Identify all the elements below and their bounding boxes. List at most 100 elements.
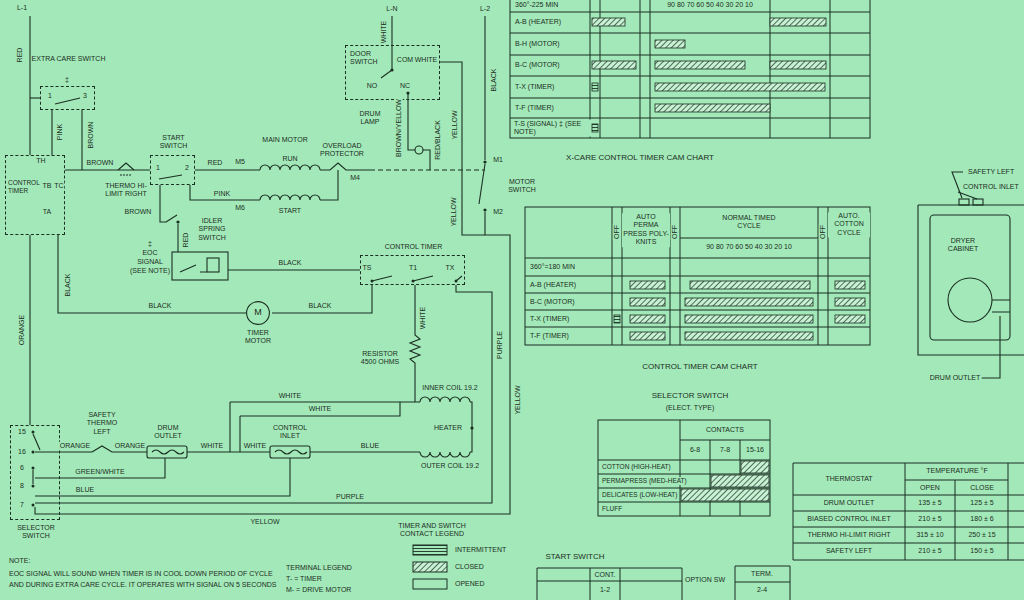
wire — [30, 97, 40, 98]
diagram-label: AND DURING EXTRA CARE CYCLE. IT OPERATES… — [8, 581, 277, 589]
diagram-label: SAFETY THERMO LEFT — [79, 411, 125, 436]
diagram-label: ORANGE — [114, 442, 146, 450]
diagram-label: 150 ± 5 — [969, 547, 994, 555]
diagram-label: 6-8 — [689, 446, 701, 454]
diagram-label: X-CARE CONTROL TIMER CAM CHART — [565, 153, 715, 163]
diagram-label: 315 ± 10 — [915, 531, 944, 539]
wire — [159, 175, 182, 179]
diagram-label: BLACK — [278, 259, 303, 267]
diagram-label: 16 — [17, 448, 27, 456]
wire — [423, 150, 430, 170]
dryer-cabinet — [973, 199, 983, 205]
wire — [35, 451, 92, 452]
wire-color-label: BLACK — [148, 302, 173, 310]
diagram-label: (ELECT. TYPE) — [665, 404, 716, 412]
wire — [420, 397, 470, 402]
diagram-label: AUTO PERMA PRESS POLY-KNITS — [622, 213, 670, 247]
wire — [320, 163, 370, 170]
diagram-label: B-C (MOTOR) — [529, 298, 576, 306]
legend-swatch — [413, 562, 447, 572]
wire — [260, 165, 320, 170]
component-name: SELECTOR SWITCH — [6, 524, 66, 541]
diagram-label: TH — [35, 157, 46, 165]
diagram-label: M6 — [234, 204, 246, 212]
diagram-label: CONT. — [594, 571, 617, 579]
component-name: START SWITCH — [156, 134, 191, 151]
diagram-label: DRYER CABINET — [940, 237, 987, 254]
diagram-label: OFF — [613, 224, 621, 240]
diagram-label: CONTROL TIMER CAM CHART — [641, 362, 758, 372]
table-grid — [598, 420, 770, 516]
cam-bar — [630, 281, 665, 289]
diagram-label: WHITE — [243, 442, 268, 450]
terminal-dot — [470, 426, 473, 429]
terminal-dot — [483, 208, 486, 211]
timer-box: CONTROL TIMER — [5, 155, 65, 235]
dryer-cabinet — [992, 300, 1010, 312]
diagram-label: SAFETY LEFT — [967, 168, 1015, 176]
diagram-label: 210 ± 5 — [917, 547, 942, 555]
legend-text: CLOSED — [455, 561, 484, 573]
diagram-label: T1 — [408, 264, 418, 272]
terminal-dot — [32, 451, 35, 454]
wire — [33, 434, 40, 450]
terminal-dot — [483, 160, 486, 163]
diagram-label: WHITE — [380, 20, 388, 45]
wire — [239, 416, 240, 452]
diagram-label: RESISTOR 4500 OHMS — [356, 350, 404, 367]
diagram-label: RED — [182, 232, 190, 249]
legend-swatch — [412, 561, 448, 573]
diagram-label: MOTOR SWITCH — [501, 178, 543, 195]
diagram-label: PERMAPRESS (MED-HEAT) — [601, 477, 688, 485]
diagram-label: THERMO HI-LIMIT RIGHT — [806, 531, 891, 539]
diagram-label: TB — [42, 182, 53, 190]
cam-bar — [592, 18, 865, 340]
dryer-cabinet — [930, 215, 1010, 340]
wire — [310, 451, 420, 452]
diagram-label: 8 — [19, 482, 25, 490]
cam-bar — [685, 315, 813, 323]
cam-bar — [592, 124, 598, 132]
wire-color-label: BLACK — [308, 302, 333, 310]
diagram-label: BLACK — [64, 273, 72, 298]
wire — [260, 195, 320, 200]
diagram-label: WHITE — [419, 306, 427, 331]
diagram-label: M5 — [234, 158, 246, 166]
dryer-cabinet — [918, 172, 1024, 378]
diagram-label: T-F (TIMER) — [529, 332, 570, 340]
diagram-label: 360°=180 MIN — [529, 263, 576, 271]
diagram-label: 90 80 70 60 50 40 30 20 10 — [666, 1, 754, 9]
diagram-label: 2-4 — [756, 586, 768, 594]
diagram-label: START — [278, 207, 302, 215]
cam-chart-grid — [510, 0, 870, 345]
cam-chart-grid — [510, 0, 870, 138]
contact-cell — [681, 461, 769, 501]
dryer-cabinet — [959, 199, 969, 205]
diagram-label: ORANGE — [59, 442, 91, 450]
diagram-label: T-X (TIMER) — [514, 83, 555, 91]
diagram-label: YELLOW — [249, 518, 280, 526]
cam-bar — [655, 83, 825, 91]
diagram-label: BROWN/YELLOW — [395, 98, 403, 158]
diagram-label: TS — [362, 264, 373, 272]
dryer-cabinet — [948, 278, 992, 322]
diagram-label: NC — [399, 82, 411, 90]
diagram-label: FLUFF — [601, 505, 623, 513]
diagram-label: 7-8 — [719, 446, 731, 454]
terminal-dot — [176, 220, 179, 223]
diagram-label: 15 — [17, 428, 27, 436]
wire — [120, 174, 132, 175]
cam-bar — [592, 61, 636, 69]
diagram-label: TA — [42, 208, 52, 216]
wire — [408, 93, 415, 150]
diagram-label: B-C (MOTOR) — [514, 61, 561, 69]
motor-circle — [247, 302, 270, 325]
wire — [180, 265, 207, 272]
wire — [270, 446, 310, 458]
wire — [35, 458, 165, 478]
diagram-label: DRUM OUTLET — [823, 499, 876, 507]
legend-swatch — [412, 578, 448, 590]
diagram-label: AUTO. COTTON CYCLE — [828, 212, 870, 237]
terminal-dot — [32, 68, 487, 506]
